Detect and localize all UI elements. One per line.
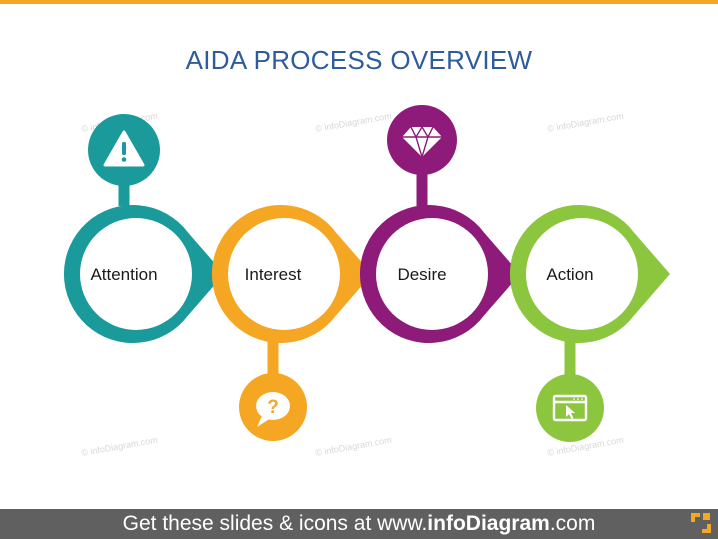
footer-banner: Get these slides & icons at www.infoDiag… bbox=[0, 509, 718, 539]
stage-label: Attention bbox=[90, 265, 157, 284]
watermark-2: © infoDiagram.com bbox=[315, 111, 393, 134]
stage-inner-circle bbox=[80, 218, 192, 330]
footer-text: Get these slides & icons at www.infoDiag… bbox=[0, 512, 718, 536]
stage-desire: Desire bbox=[359, 105, 520, 343]
footer-prefix: Get these slides & icons at www. bbox=[122, 512, 428, 535]
watermark-3: © infoDiagram.com bbox=[547, 111, 625, 134]
question-speech-bubble-icon: ? bbox=[256, 392, 290, 427]
diamond-icon bbox=[402, 125, 442, 160]
watermark-5: © infoDiagram.com bbox=[315, 435, 393, 458]
stage-inner-circle bbox=[526, 218, 638, 330]
top-accent-rule bbox=[0, 0, 718, 4]
page-title: AIDA PROCESS OVERVIEW bbox=[185, 45, 533, 76]
aida-process-diagram: © infoDiagram.com © infoDiagram.com © in… bbox=[63, 105, 670, 458]
stage-attention: Attention bbox=[63, 114, 224, 343]
footer-suffix: .com bbox=[549, 512, 596, 535]
stage-inner-circle bbox=[376, 218, 488, 330]
watermark-4: © infoDiagram.com bbox=[81, 435, 159, 458]
infodiagram-logo-icon bbox=[691, 513, 711, 533]
stage-icon-badge bbox=[536, 374, 604, 442]
stage-label: Desire bbox=[397, 265, 446, 284]
stage-interest: ? Interest bbox=[211, 205, 372, 441]
stage-label: Action bbox=[546, 265, 593, 284]
svg-text:?: ? bbox=[267, 397, 279, 418]
warning-icon bbox=[103, 130, 145, 167]
browser-cursor-icon bbox=[552, 394, 588, 422]
stage-label: Interest bbox=[245, 265, 302, 284]
footer-brand: infoDiagram bbox=[427, 512, 550, 535]
stage-inner-circle bbox=[228, 218, 340, 330]
stage-action: Action bbox=[509, 204, 670, 442]
